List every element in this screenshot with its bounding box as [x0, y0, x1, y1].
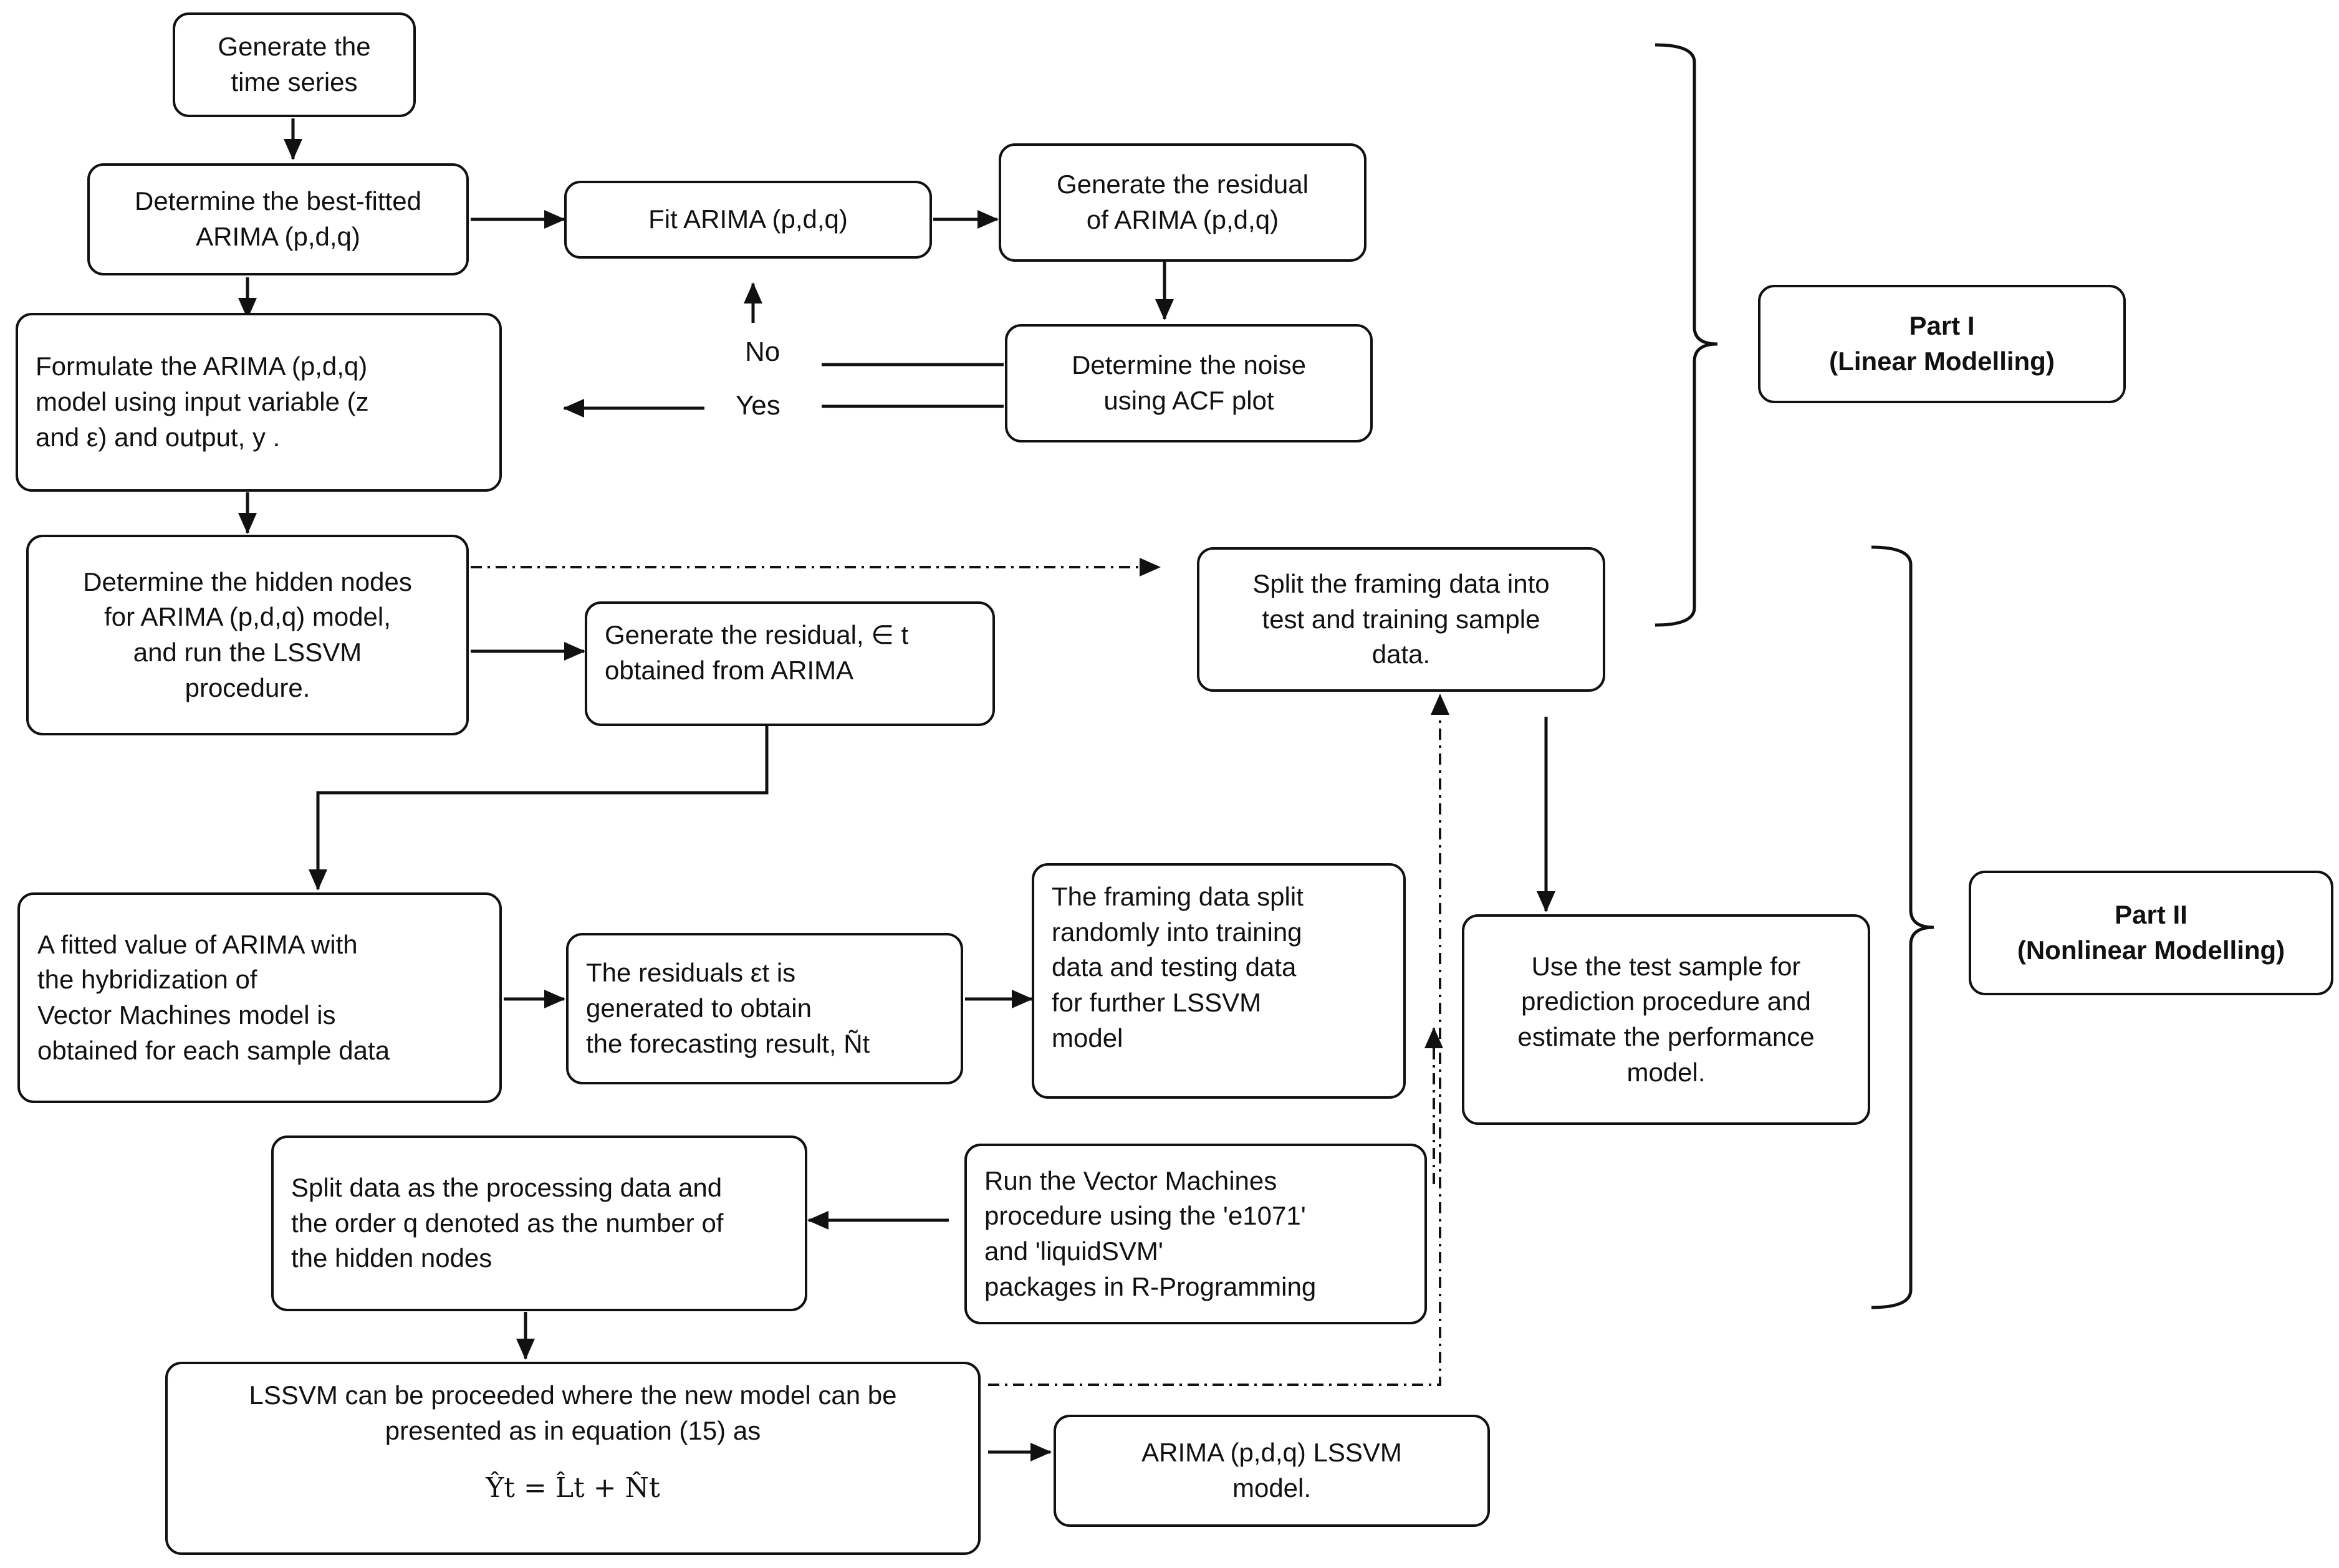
- generate-residual-eps-node: Generate the residual, ∈ t obtained from…: [585, 601, 995, 726]
- fitted-value-node: A fitted value of ARIMA with the hybridi…: [17, 892, 502, 1103]
- hidden-nodes-node: Determine the hidden nodes for ARIMA (p,…: [26, 535, 469, 735]
- split-processing-data-node: Split data as the processing data and th…: [271, 1135, 807, 1311]
- decision-no-label: No: [745, 337, 780, 367]
- bracket-part2: [1871, 545, 1934, 1309]
- equation-15: Ŷt = L̂t + N̂t: [486, 1472, 660, 1504]
- residuals-eps-node: The residuals εt is generated to obtain …: [566, 933, 963, 1084]
- part2-label: Part II (Nonlinear Modelling): [1969, 871, 2333, 995]
- determine-noise-node: Determine the noise using ACF plot: [1005, 324, 1373, 442]
- arrow-residual-to-fitted: [309, 726, 769, 891]
- fit-arima-node: Fit ARIMA (p,d,q): [564, 181, 932, 259]
- lssvm-proceeded-node: LSSVM can be proceeded where the new mod…: [165, 1362, 981, 1555]
- use-test-sample-node: Use the test sample for prediction proce…: [1462, 914, 1870, 1125]
- part1-label: Part I (Linear Modelling): [1758, 285, 2126, 403]
- framing-data-split-node: The framing data split randomly into tra…: [1032, 863, 1406, 1099]
- split-framing-data-node: Split the framing data into test and tra…: [1197, 547, 1605, 692]
- formulate-arima-node: Formulate the ARIMA (p,d,q) model using …: [16, 313, 502, 492]
- decision-yes-label: Yes: [736, 390, 780, 421]
- generate-residual-arima-node: Generate the residual of ARIMA (p,d,q): [999, 143, 1366, 262]
- generate-series-node: Generate the time series: [173, 12, 416, 117]
- run-vector-machines-node: Run the Vector Machines procedure using …: [964, 1144, 1427, 1324]
- dashdot-lssvm-to-split: [988, 694, 1449, 1386]
- bracket-part1: [1655, 43, 1718, 627]
- arima-lssvm-model-node: ARIMA (p,d,q) LSSVM model.: [1054, 1415, 1490, 1527]
- best-fitted-arima-node: Determine the best-fitted ARIMA (p,d,q): [87, 163, 469, 275]
